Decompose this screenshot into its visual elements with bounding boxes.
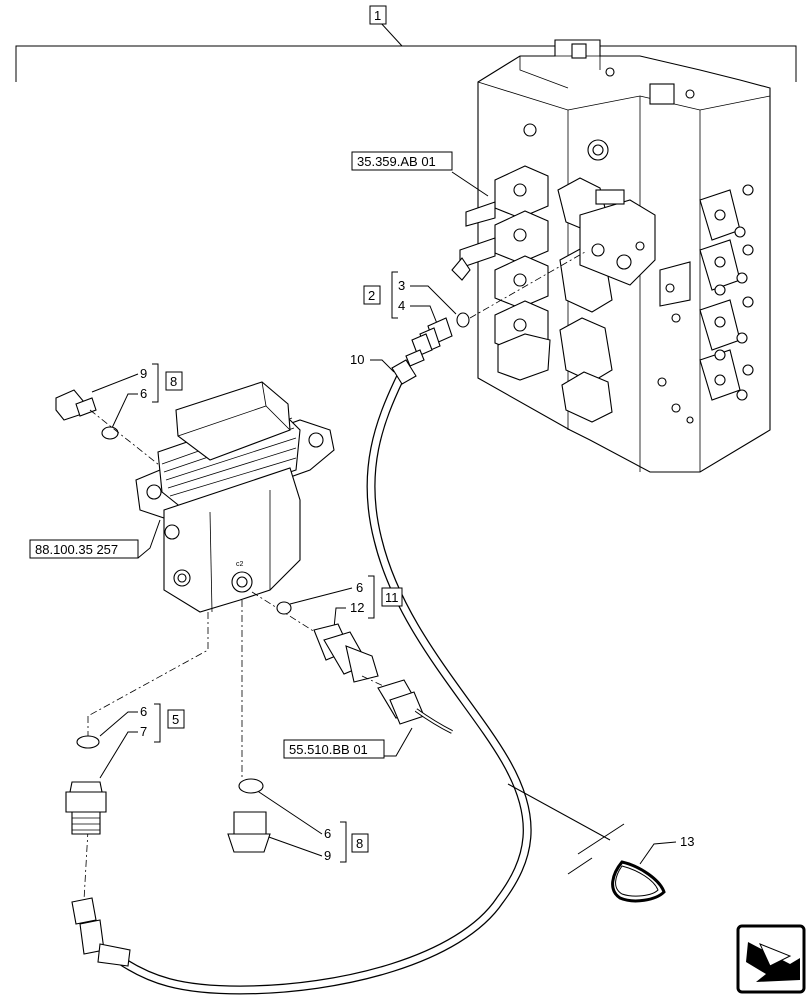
group-8-top-callout: 8 9 6: [91, 363, 183, 429]
group-11-callout: 11 6 12: [289, 575, 403, 629]
group-11-item-12: 12: [350, 600, 364, 615]
o-ring-6-bottom: [238, 778, 264, 794]
electrical-connector: [377, 679, 453, 734]
o-ring-6-sensor: [276, 601, 292, 615]
clip-callout-13: 13: [680, 834, 694, 849]
group-5-item-6: 6: [140, 704, 147, 719]
valve-reference-text: 35.359.AB 01: [357, 154, 436, 169]
hydraulic-hose-10: [71, 333, 532, 995]
group-8-bottom-box-number: 8: [356, 836, 363, 851]
o-ring-6-adapter: [76, 735, 100, 749]
assembly-bracket: 1: [15, 5, 797, 82]
hose-clip-13: [611, 860, 666, 903]
connector-reference-label[interactable]: 55.510.BB 01: [283, 739, 385, 759]
group-8-top-box-number: 8: [170, 374, 177, 389]
group-8-top-item-9: 9: [140, 366, 147, 381]
group-2-callout: 2 3 4: [363, 271, 457, 327]
adapter-7: [65, 781, 107, 835]
valve-reference-label[interactable]: 35.359.AB 01: [351, 151, 453, 171]
group-2-item-3: 3: [398, 278, 405, 293]
assembly-number: 1: [374, 8, 381, 23]
control-valve-block: [451, 39, 771, 473]
group-8-bottom-item-9: 9: [324, 848, 331, 863]
pedal-valve: c2: [135, 381, 335, 613]
group-2-box-number: 2: [368, 288, 375, 303]
group-11-box-number: 11: [385, 590, 399, 605]
plug-9-bottom: [227, 811, 271, 853]
group-5-callout: 5 6 7: [99, 703, 185, 779]
group-5-box-number: 5: [172, 712, 179, 727]
o-ring-3: [456, 312, 470, 328]
group-2-item-4: 4: [398, 298, 405, 313]
hose-callout-10: 10: [350, 352, 364, 367]
group-8-top-item-6: 6: [140, 386, 147, 401]
arrow-back-icon[interactable]: [736, 924, 806, 994]
o-ring-6-top: [101, 426, 119, 440]
group-5-item-7: 7: [140, 724, 147, 739]
group-8-bottom-item-6: 6: [324, 826, 331, 841]
connector-reference-text: 55.510.BB 01: [289, 742, 368, 757]
svg-text:c2: c2: [236, 561, 244, 568]
pressure-sensor-12: [313, 623, 379, 683]
plug-9-top: [55, 389, 97, 421]
group-8-bottom-callout: 8 6 9: [255, 789, 369, 863]
group-11-item-6: 6: [356, 580, 363, 595]
pedal-reference-label[interactable]: 88.100.35 257: [29, 539, 139, 559]
pedal-reference-text: 88.100.35 257: [35, 542, 118, 557]
